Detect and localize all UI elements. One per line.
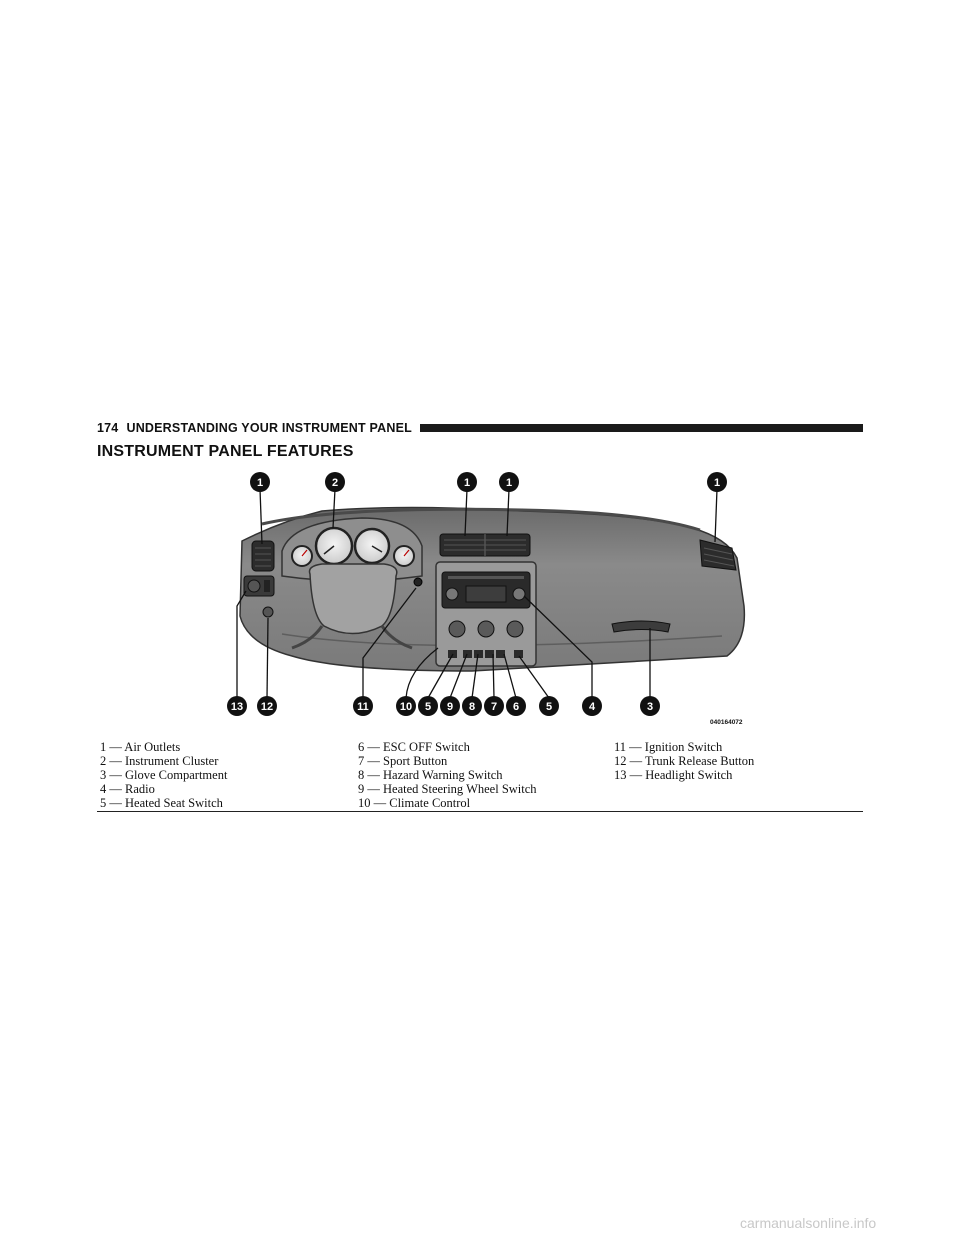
legend-column-1: 1 — Air Outlets 2 — Instrument Cluster 3… [100,740,358,810]
radio [441,571,531,609]
svg-text:1: 1 [257,477,263,489]
leader-lines [236,488,718,699]
figure-code: 040164072 [710,719,743,726]
left-air-outlet [251,540,275,572]
svg-text:5: 5 [425,701,431,713]
callout-11: 11 [353,696,373,716]
page-number: 174 [97,421,119,435]
legend-item: 1 — Air Outlets [100,740,181,754]
section-header: UNDERSTANDING YOUR INSTRUMENT PANEL [126,421,412,435]
svg-text:5: 5 [546,701,552,713]
legend: 1 — Air Outlets 2 — Instrument Cluster 3… [100,740,862,810]
svg-text:6: 6 [513,701,519,713]
header-rule [419,424,863,432]
callout-7: 7 [484,696,504,716]
callout-6: 6 [506,696,526,716]
svg-text:1: 1 [506,477,512,489]
instrument-panel-illustration: 1 2 1 1 1 13 12 11 10 5 9 8 7 6 5 4 3 04… [222,466,762,730]
callout-5b: 5 [539,696,559,716]
legend-item: 2 — Instrument Cluster [100,754,219,768]
legend-item: 4 — Radio [100,782,155,796]
callout-10: 10 [396,696,416,716]
climate-control [448,620,524,638]
svg-text:7: 7 [491,701,497,713]
center-air-outlets [439,533,531,557]
callouts: 1 2 1 1 1 13 12 11 10 5 9 8 7 6 5 4 3 [227,472,727,716]
page-header: 174 UNDERSTANDING YOUR INSTRUMENT PANEL [97,419,863,437]
watermark: carmanualsonline.info [740,1215,877,1231]
callout-1a: 1 [250,472,270,492]
legend-item: 11 — Ignition Switch [614,740,723,754]
legend-item: 7 — Sport Button [358,754,448,768]
svg-text:8: 8 [469,701,475,713]
legend-item: 5 — Heated Seat Switch [100,796,223,810]
legend-rule [97,811,863,812]
svg-text:9: 9 [447,701,453,713]
callout-4: 4 [582,696,602,716]
section-title: INSTRUMENT PANEL FEATURES [97,443,354,460]
legend-column-2: 6 — ESC OFF Switch 7 — Sport Button 8 — … [358,740,614,810]
svg-text:13: 13 [231,701,243,713]
center-stack [435,561,537,667]
legend-item: 13 — Headlight Switch [614,768,733,782]
legend-item: 8 — Hazard Warning Switch [358,768,503,782]
callout-8: 8 [462,696,482,716]
glove-compartment [611,620,671,633]
callout-2: 2 [325,472,345,492]
callout-3: 3 [640,696,660,716]
legend-item: 3 — Glove Compartment [100,768,228,782]
svg-text:11: 11 [357,701,369,713]
callout-5a: 5 [418,696,438,716]
legend-column-3: 11 — Ignition Switch 12 — Trunk Release … [614,740,862,810]
callout-1b: 1 [457,472,477,492]
right-air-outlet [699,539,737,571]
callout-1c: 1 [499,472,519,492]
callout-1d: 1 [707,472,727,492]
svg-text:12: 12 [261,701,273,713]
svg-text:1: 1 [464,477,470,489]
callout-9: 9 [440,696,460,716]
svg-text:10: 10 [400,701,412,713]
legend-item: 12 — Trunk Release Button [614,754,755,768]
callout-12: 12 [257,696,277,716]
steering-wheel [291,563,413,650]
trunk-release-button [262,606,274,618]
legend-item: 10 — Climate Control [358,796,471,810]
legend-item: 9 — Heated Steering Wheel Switch [358,782,537,796]
headlight-switch [243,575,275,597]
svg-text:2: 2 [332,477,338,489]
svg-text:4: 4 [589,701,596,713]
ignition-switch [413,577,423,587]
legend-item: 6 — ESC OFF Switch [358,740,470,754]
svg-text:1: 1 [714,477,720,489]
callout-13: 13 [227,696,247,716]
svg-text:3: 3 [647,701,653,713]
